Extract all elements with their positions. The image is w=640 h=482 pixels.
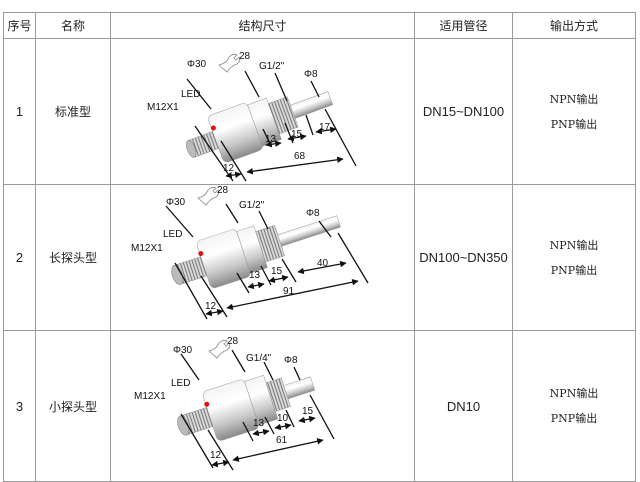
body-diameter-label: Φ30: [173, 345, 193, 356]
table-row: 2 长探头型: [3, 184, 636, 331]
structure-drawing-cell: 28 Φ30 G1/2" Φ8 LED M12X1 13 15 40 91 12: [110, 184, 415, 331]
output-npn: NPN输出: [549, 387, 599, 400]
header-index: 序号: [3, 12, 36, 39]
output-pnp: PNP输出: [550, 263, 598, 277]
connector-label: M12X1: [131, 243, 163, 254]
output-pnp: PNP输出: [550, 412, 598, 425]
led-indicator: [198, 251, 204, 257]
structure-drawing-cell: 28 Φ30 G1/4" Φ8 LED M12X1 13 10 15 61 12: [110, 330, 415, 482]
dim-label: 13: [265, 134, 277, 145]
row-name: 长探头型: [35, 184, 111, 331]
thread-label: G1/4": [246, 353, 272, 364]
thread-label: G1/2": [259, 61, 285, 72]
led-label: LED: [181, 89, 200, 100]
sensor-drawing: 28 Φ30 G1/2" Φ8 LED M12X1 13 15 17 68 12: [147, 51, 357, 182]
table-row: 3 小探头型: [3, 330, 636, 482]
wrench-size-label: 28: [217, 185, 229, 196]
header-name: 名称: [35, 12, 111, 39]
body-diameter-label: Φ30: [166, 197, 186, 208]
thread-label: G1/2": [239, 200, 265, 211]
sensor-drawing: 28 Φ30 G1/2" Φ8 LED M12X1 13 15 40 91 12: [131, 185, 369, 320]
wrench-size-label: 28: [239, 51, 251, 62]
sensor-drawing: 28 Φ30 G1/4" Φ8 LED M12X1 13 10 15 61 12: [134, 336, 335, 471]
output-npn: NPN输出: [549, 92, 599, 106]
dim-label: 15: [271, 266, 283, 277]
header-output: 输出方式: [512, 12, 636, 39]
dim-label: 12: [205, 301, 217, 312]
output-pnp: PNP输出: [550, 117, 598, 131]
table-row: 1 标准型: [3, 38, 636, 185]
row-name: 小探头型: [35, 330, 111, 482]
dim-label: 91: [283, 286, 295, 297]
structure-drawing-cell: 28 Φ30 G1/2" Φ8 LED M12X1 13 15 17 68 12: [110, 38, 415, 185]
header-pipe: 适用管径: [414, 12, 513, 39]
wrench-icon: [208, 339, 231, 359]
connector-label: M12X1: [134, 391, 166, 402]
row-name: 标准型: [35, 38, 111, 185]
header-structure: 结构尺寸: [110, 12, 415, 39]
sensor-body: [177, 374, 316, 441]
wrench-icon: [218, 53, 241, 73]
sensor-body: [186, 91, 333, 163]
table-header-row: 序号 名称 结构尺寸 适用管径 输出方式: [3, 12, 636, 39]
dimension-lines: [165, 203, 369, 320]
pipe-range: DN10: [414, 330, 513, 482]
pipe-range: DN100~DN350: [414, 184, 513, 331]
row-index: 3: [3, 330, 36, 482]
dim-label: 12: [210, 450, 222, 461]
dim-label: 12: [223, 163, 235, 174]
output-npn: NPN输出: [549, 238, 599, 252]
probe-diameter-label: Φ8: [284, 355, 298, 366]
probe-diameter-label: Φ8: [304, 69, 318, 80]
body-diameter-label: Φ30: [187, 59, 207, 70]
dimension-lines: [180, 349, 335, 471]
dim-label: 13: [253, 418, 265, 429]
connector-label: M12X1: [147, 102, 179, 113]
dim-label: 61: [276, 435, 288, 446]
led-label: LED: [171, 378, 190, 389]
dim-label: 10: [277, 413, 289, 424]
probe-diameter-label: Φ8: [306, 208, 320, 219]
output-modes: NPN输出 PNP输出: [512, 38, 636, 185]
dimension-lines: [186, 70, 357, 182]
led-indicator: [210, 125, 216, 131]
dim-label: 68: [294, 151, 306, 162]
output-modes: NPN输出 PNP输出: [512, 330, 636, 482]
wrench-size-label: 28: [227, 336, 239, 347]
led-label: LED: [163, 229, 182, 240]
dim-label: 13: [249, 270, 261, 281]
row-index: 2: [3, 184, 36, 331]
dim-label: 40: [317, 258, 329, 269]
output-modes: NPN输出 PNP输出: [512, 184, 636, 331]
pipe-range: DN15~DN100: [414, 38, 513, 185]
row-index: 1: [3, 38, 36, 185]
dim-label: 17: [319, 122, 331, 133]
dim-label: 15: [291, 129, 303, 140]
sensor-spec-table: 序号 名称 结构尺寸 适用管径 输出方式 1 标准型: [3, 12, 636, 482]
led-indicator: [204, 401, 210, 407]
dim-label: 15: [302, 406, 314, 417]
wrench-icon: [197, 186, 220, 206]
